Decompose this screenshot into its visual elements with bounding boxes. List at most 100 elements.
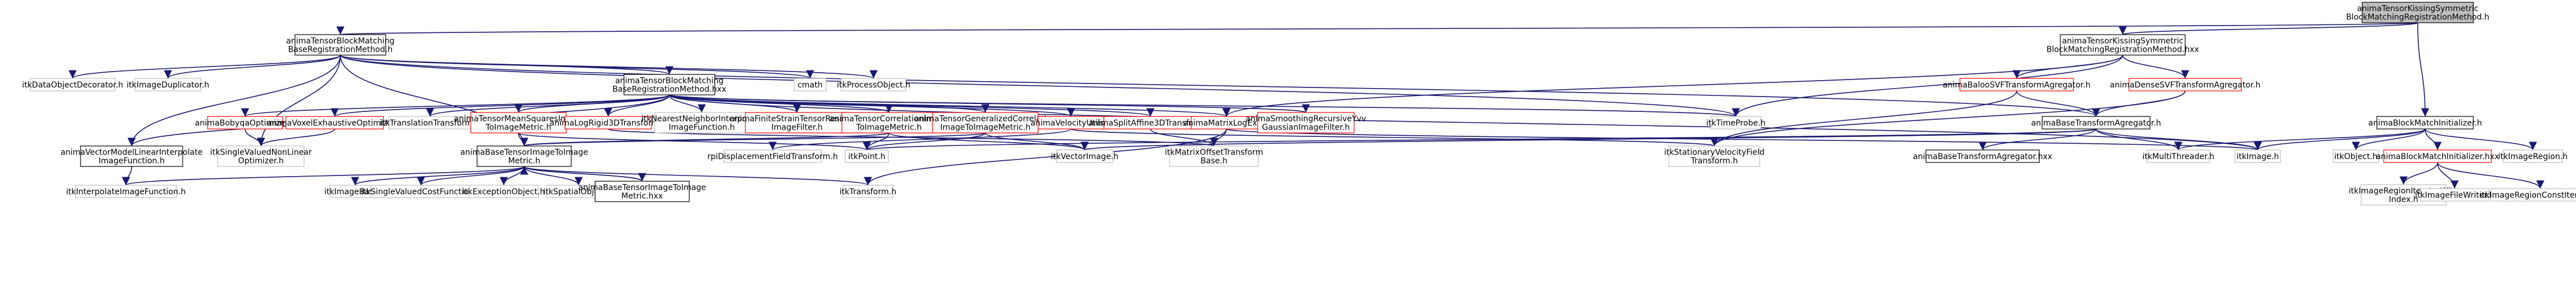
node-bminit_h[interactable]: animaBlockMatchInitializer.h [2368, 116, 2482, 130]
node-box [207, 116, 283, 130]
node-label: animaBaseTransformAgregator.h [2031, 119, 2161, 128]
edge-bmbase_hxx-matrixlog [669, 94, 1230, 117]
node-label: animaBaseTensorImageToImage [578, 183, 706, 193]
node-bobyqa[interactable]: animaBobyqaOptimizer.h [195, 116, 296, 130]
edge-matrixlog-itktransform [863, 128, 1227, 186]
node-label: ImageFilter.h [771, 123, 823, 132]
edge-bmbase_h-dataobj [69, 55, 341, 79]
node-cmath[interactable]: cmath [794, 78, 827, 91]
edge-voxexh-singlevalopt [256, 128, 335, 147]
node-fsrot[interactable]: animaFiniteStrainTensorResampleImageFilt… [730, 112, 865, 133]
node-box [29, 78, 116, 91]
node-tcorr[interactable]: animaTensorCorrelationImageToImageMetric… [829, 112, 948, 133]
node-imgregion[interactable]: itkImageRegion.h [2498, 149, 2568, 163]
node-label: animaTensorMeanSquaresImage [454, 115, 583, 124]
node-label: BlockMatchingRegistrationMethod.h [2346, 13, 2490, 22]
node-voxexh[interactable]: animaVoxelExhaustiveOptimizer.h [267, 116, 402, 130]
node-label: animaSplitAffine3DTransform.h [1089, 119, 1212, 128]
node-filewriter[interactable]: itkImageFileWriter.h [2415, 188, 2494, 202]
node-box [2042, 116, 2151, 130]
node-box [134, 78, 201, 91]
node-matrixlog[interactable]: animaMatrixLogExp.h [1183, 116, 1270, 130]
node-box [2128, 78, 2242, 91]
node-rpidisp[interactable]: rpiDisplacementFieldTransform.h [707, 149, 838, 163]
node-label: itkProcessObject.h [837, 81, 910, 90]
node-nearest[interactable]: itkNearestNeighborInterpolateImageFuncti… [642, 112, 762, 133]
node-multithread[interactable]: itkMultiThreader.h [2142, 149, 2215, 163]
node-balsvf[interactable]: animaBalooSVFTransformAgregator.h [1943, 78, 2091, 91]
edge-bmbase_hxx-tmeansq [515, 94, 670, 113]
node-procobj[interactable]: itkProcessObject.h [837, 78, 910, 91]
node-label: itkImage.h [2237, 152, 2279, 161]
node-vecmodel[interactable]: animaVectorModelLinearInterpolateImageFu… [61, 145, 203, 167]
edge-densesvf-statvel [1710, 90, 2186, 147]
node-itkimage[interactable]: itkImage.h [2234, 149, 2281, 163]
node-singlecost[interactable]: itkSingleValuedCostFunction.h [361, 185, 481, 198]
node-imgbase[interactable]: itkImageBase.h [324, 185, 386, 198]
edge-bminit_hxx-filewriter [2437, 162, 2459, 189]
node-tgencorr[interactable]: animaTensorGeneralizedCorrelationImageTo… [914, 112, 1056, 133]
edge-basetagg-basetagg_hxx [1978, 128, 2097, 151]
node-box [2147, 149, 2210, 163]
node-exception[interactable]: itkExceptionObject.h [462, 185, 545, 198]
node-itkobject[interactable]: itkObject.h [2333, 149, 2379, 163]
edge-bobyqa-singlevalopt [244, 128, 265, 147]
node-label: itkStationaryVelocityField [1664, 148, 1764, 157]
node-dataobj[interactable]: itkDataObjectDecorator.h [22, 78, 123, 91]
node-timeprobe[interactable]: itkTimeProbe.h [1706, 116, 1766, 130]
node-label: animaSmoothingRecursiveYvv [1246, 115, 1366, 124]
edge-matrixlog-matoffset [1209, 128, 1227, 147]
node-tmeansq[interactable]: animaTensorMeanSquaresImageToImageMetric… [454, 112, 583, 133]
node-label: animaTensorBlockMatching [286, 37, 394, 46]
edge-tmeansq-itkpoint [518, 132, 871, 151]
node-bmbase_h[interactable]: animaTensorBlockMatchingBaseRegistration… [286, 34, 395, 56]
node-label: itkVectorImage.h [1051, 152, 1118, 161]
node-box [595, 181, 690, 202]
node-ksym_hxx[interactable]: animaTensorKissingSymmetricBlockMatching… [2046, 34, 2199, 56]
node-densesvf[interactable]: animaDenseSVFTransformAgregator.h [2110, 78, 2261, 91]
node-box [80, 145, 183, 167]
node-label: ImageFunction.h [99, 157, 165, 166]
node-smoothrec[interactable]: animaSmoothingRecursiveYvvGaussianImageF… [1246, 112, 1366, 133]
edge-basetagg-itkpoint [863, 128, 2097, 151]
node-label: animaTensorKissingSymmetric [2062, 37, 2183, 46]
node-bminit_hxx[interactable]: animaBlockMatchInitializer.hxx [2376, 149, 2499, 163]
node-regconst[interactable]: itkImageRegionConstIterator.h [2480, 188, 2576, 202]
node-transl[interactable]: itkTranslationTransform.h [380, 116, 480, 130]
node-label: animaMatrixLogExp.h [1183, 119, 1270, 128]
node-box [745, 112, 849, 133]
node-itkpoint[interactable]: itkPoint.h [845, 149, 889, 163]
node-box [1668, 145, 1760, 167]
node-interpfn[interactable]: itkInterpolateImageFunction.h [66, 185, 186, 198]
node-box [1169, 145, 1259, 167]
node-label: ToImageMetric.h [485, 123, 551, 132]
node-label: itkSingleValuedCostFunction.h [361, 187, 481, 197]
node-bmbase_hxx[interactable]: animaTensorBlockMatchingBaseRegistration… [613, 74, 727, 95]
edge-basetagg-itkimage [2096, 128, 2262, 151]
node-itktransform[interactable]: itkTransform.h [840, 185, 896, 198]
node-box [2060, 34, 2186, 56]
node-logrigid[interactable]: animaLogRigid3DTransform.h [550, 116, 667, 130]
node-label: animaBaseTensorImageToImage [460, 148, 588, 157]
node-root[interactable]: animaTensorKissingSymmetricBlockMatching… [2346, 2, 2490, 23]
node-label: animaTensorBlockMatching [615, 77, 723, 86]
node-label: animaTensorKissingSymmetric [2357, 5, 2478, 14]
edge-bmbase_hxx-itkimage [669, 94, 2262, 151]
node-imgdup[interactable]: itkImageDuplicator.h [127, 78, 209, 91]
node-itkvecimg[interactable]: itkVectorImage.h [1051, 149, 1119, 163]
node-label: animaVectorModelLinearInterpolate [61, 148, 203, 157]
node-basetagg[interactable]: animaBaseTransformAgregator.h [2031, 116, 2161, 130]
edge-bmbase_h-basetagg [340, 55, 2100, 117]
node-label: animaFiniteStrainTensorResample [730, 115, 865, 124]
node-splitaff[interactable]: animaSplitAffine3DTransform.h [1089, 116, 1212, 130]
node-velocity[interactable]: animaVelocityUtils.h [1031, 116, 1112, 130]
node-box [469, 185, 539, 198]
node-basetagg_hxx[interactable]: animaBaseTransformAgregator.hxx [1913, 149, 2052, 163]
edge-vecmodel-interpfn [121, 166, 132, 186]
edge-bmbase_hxx-voxexh [331, 94, 670, 117]
